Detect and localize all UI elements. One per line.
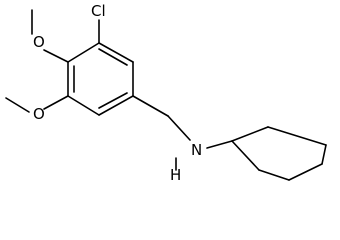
upper-methoxy-oxygen-label: O <box>33 33 45 51</box>
ring-bond-c3-c4 <box>67 42 100 63</box>
bond-ch2-nitrogen <box>167 115 191 141</box>
cyclohexane-bond-6 <box>231 140 260 171</box>
cyclohexane-bond-3 <box>321 144 327 165</box>
cyclohexane-bond-1 <box>231 126 269 142</box>
cyclohexane-bond-5 <box>258 169 290 181</box>
bond-ring-ch2 <box>132 95 169 117</box>
cyclohexane-bond-4 <box>288 163 323 181</box>
bond-ring-upper-oxygen <box>43 49 69 63</box>
ring-bond-c2-c3-inner <box>98 48 128 66</box>
bond-ring-lower-oxygen <box>43 95 69 110</box>
ring-bond-c6-c1 <box>98 95 134 116</box>
cyclohexane-bond-2 <box>267 126 327 146</box>
cyclohexane-ring <box>231 126 327 181</box>
lower-methoxy-oxygen-label: O <box>33 105 45 123</box>
chlorine-label: Cl <box>91 2 106 20</box>
chemical-structure-diagram: Cl O O N H <box>5 2 327 184</box>
ring-bond-c2-c3 <box>98 42 134 63</box>
amine-hydrogen-label: H <box>170 166 181 184</box>
bond-lower-oxygen-methyl <box>5 97 30 113</box>
benzene-ring <box>67 42 134 116</box>
bond-nitrogen-cyclohexyl <box>206 140 233 149</box>
ring-bond-c5-c6 <box>67 95 100 116</box>
ring-bond-c6-c1-inner <box>98 92 128 109</box>
amine-nitrogen-label: N <box>191 141 202 159</box>
